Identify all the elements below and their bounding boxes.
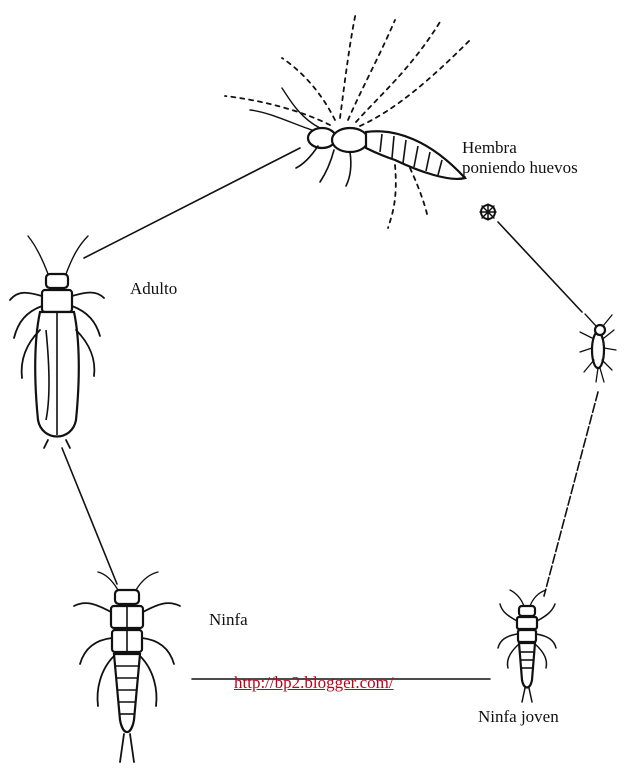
nymph-icon <box>74 572 180 762</box>
cycle-connectors <box>62 148 598 679</box>
connector-nymph-to-adult <box>62 448 117 584</box>
source-link[interactable]: http://bp2.blogger.com/ <box>234 673 394 693</box>
hatchling-icon <box>580 314 616 382</box>
connector-adult-to-female <box>84 148 300 258</box>
young-nymph-icon <box>498 590 556 702</box>
label-female-line1: Hembra <box>462 138 578 158</box>
label-adult: Adulto <box>130 279 177 299</box>
connector-egg-to-hatchling <box>498 222 582 312</box>
label-young-nymph: Ninfa joven <box>478 707 559 727</box>
adult-stonefly-icon <box>10 236 104 448</box>
egg-mass-icon <box>480 204 496 220</box>
label-female-line2: poniendo huevos <box>462 158 578 178</box>
connector-hatchling-to-young-nymph <box>544 392 598 596</box>
label-female-egg-laying: Hembra poniendo huevos <box>462 138 578 178</box>
stonefly-female-icon <box>225 12 470 228</box>
label-nymph: Ninfa <box>209 610 248 630</box>
